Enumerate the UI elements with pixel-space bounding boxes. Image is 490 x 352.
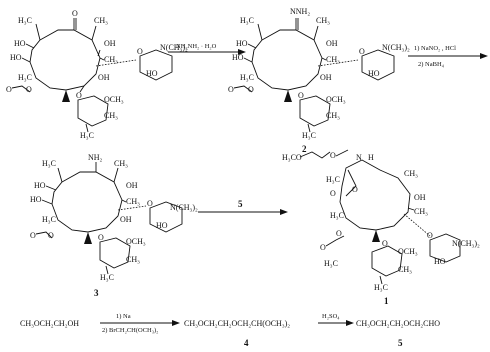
step5-reagent: H₂SO₄ (322, 313, 340, 320)
nme2-label-a: N(CH₃)₂ (160, 43, 188, 52)
step3-arrow: 5 (198, 199, 288, 215)
h3c-label-a3: H₃C (80, 131, 94, 140)
h3c-label-b2: H₃C (240, 73, 254, 82)
h-label-n: H (368, 153, 374, 162)
o-label-d1: O (352, 185, 358, 194)
nnh2-label: NNH₂ (290, 7, 310, 16)
h3c-label-c2: H₃C (42, 215, 56, 224)
step2-arrow: 1) NaNO₂ , HCl 2) NaBH₄ (408, 45, 488, 68)
o-label-d0: O (330, 151, 336, 160)
methoxy-chain-label: H₃CO (282, 153, 302, 162)
ho-label-b1: HO (236, 39, 248, 48)
ho-label-a1: HO (14, 39, 26, 48)
h3c-label-d3: H₃C (324, 259, 338, 268)
o-label-b1: O (248, 85, 254, 94)
ho-label-a2: HO (10, 53, 22, 62)
o-label-a3: O (76, 91, 82, 100)
ch3-label-b1: CH₃ (316, 16, 330, 25)
nme2-label-d: N(CH₃)₂ (452, 239, 480, 248)
step4-reagent-2: 2) BrCH₂CH(OCH₃)₂ (102, 327, 158, 334)
och3-label-d: OCH₃ (398, 247, 418, 256)
ho-label-b3: HO (368, 69, 380, 78)
compound-3-label: 3 (94, 288, 99, 298)
o-label-d4: O (382, 239, 388, 248)
ch3-label-a1: CH₃ (94, 16, 108, 25)
o-label-b3: O (298, 91, 304, 100)
o-label-b4: O (359, 47, 365, 56)
o-label-b2: O (228, 85, 234, 94)
o-label-a4: O (137, 47, 143, 56)
nme2-label-b: N(CH₃)₂ (382, 43, 410, 52)
o-label-d5: O (427, 231, 433, 240)
och3-label-c: OCH₃ (126, 237, 146, 246)
o-label-c1: O (48, 231, 54, 240)
ch3-label-c2: CH₃ (126, 197, 140, 206)
ch3-label-b3: CH₃ (326, 111, 340, 120)
compound-4-label: 4 (244, 338, 249, 348)
step3-reagent: 5 (238, 199, 243, 209)
oh-label-c2: OH (120, 215, 132, 224)
ho-label-d2: HO (434, 257, 446, 266)
oh-label-a1: OH (104, 39, 116, 48)
oh-label-c1: OH (126, 181, 138, 190)
och3-label-b: OCH₃ (326, 95, 346, 104)
ch3-label-c1: CH₃ (114, 159, 128, 168)
oh-label-a2: OH (98, 73, 110, 82)
oh-label-b1: OH (326, 39, 338, 48)
compound-1-label: 1 (384, 296, 389, 306)
hydrazone-structure: NNH₂ H₃C CH₃ HO HO OH CH₃ OH H₃C O O O O… (228, 7, 410, 154)
o-label-a2: O (6, 85, 12, 94)
h3c-label-d1: H₃C (326, 175, 340, 184)
ho-label-c1: HO (34, 181, 46, 190)
h3c-label-b1: H₃C (240, 16, 254, 25)
h3c-label-a1: H₃C (18, 16, 32, 25)
ch3-label-b2: CH₃ (326, 55, 340, 64)
o-label-c4: O (147, 199, 153, 208)
n-label: N (356, 153, 362, 162)
h3c-label-a2: H₃C (18, 73, 32, 82)
start-material: CH₃OCH₂CH₂OH (20, 319, 79, 328)
ch3-label-d3: CH₃ (398, 265, 412, 274)
oh-label-d1: OH (414, 193, 426, 202)
ch3-label-c3: CH₃ (126, 255, 140, 264)
nme2-label-c: N(CH₃)₂ (170, 203, 198, 212)
o-label-d2: O (336, 229, 342, 238)
step4-reagent-1: 1) Na (116, 313, 131, 320)
ho-label-c2: HO (30, 195, 42, 204)
ch3-label-d1: CH₃ (404, 169, 418, 178)
h3c-label-d2: H₃C (330, 211, 344, 220)
step1-arrow: NH₂NH₂ · H₂O (168, 43, 246, 55)
ch3-label-a2: CH₃ (104, 55, 118, 64)
step2-reagent-1: 1) NaNO₂ , HCl (414, 45, 456, 52)
step2-reagent-2: 2) NaBH₄ (418, 61, 445, 68)
o-label-d3: O (320, 243, 326, 252)
h3c-label-b3: H₃C (302, 131, 316, 140)
ho-label-a3: HO (146, 69, 158, 78)
ketone-o-label: O (72, 9, 78, 18)
och3-label-a: OCH₃ (104, 95, 124, 104)
compound-5-label: 5 (398, 338, 403, 348)
side-chain-synthesis: CH₃OCH₂CH₂OH 1) Na 2) BrCH₂CH(OCH₃)₂ CH₃… (20, 313, 440, 348)
ho-label-b2: HO (232, 53, 244, 62)
product-5: CH₃OCH₂CH₂OCH₂CHO (356, 319, 440, 328)
oh-label-a3: CH₃ (104, 111, 118, 120)
oh-label-b2: OH (320, 73, 332, 82)
intermediate-4: CH₃OCH₂CH₂OCH₂CH(OCH₃)₂ (184, 319, 290, 328)
o-label-c2: O (30, 231, 36, 240)
step1-reagent: NH₂NH₂ · H₂O (176, 43, 217, 50)
h3c-label-c3: H₃C (100, 273, 114, 282)
compound-2-label: 2 (302, 144, 307, 154)
h3c-label-c1: H₃C (42, 159, 56, 168)
o-label-c3: O (98, 233, 104, 242)
amine-structure: NH₂ H₃C CH₃ HO HO OH CH₃ OH H₃C O O O O … (30, 153, 198, 298)
final-product-structure: H₃CO O N H O H₃C O CH₃ OH CH₃ H₃C O O H₃… (282, 149, 480, 306)
erythromycin-ketone-structure: O H₃C CH₃ HO HO OH CH₃ OH H₃C O O O O N(… (6, 9, 188, 140)
nh2-label: NH₂ (88, 153, 103, 162)
ho-label-c3: HO (156, 221, 168, 230)
h3c-label-d4: H₃C (374, 283, 388, 292)
ch3-label-d2: CH₃ (414, 207, 428, 216)
ho-label-d1: O (330, 189, 336, 198)
o-label-a1: O (26, 85, 32, 94)
